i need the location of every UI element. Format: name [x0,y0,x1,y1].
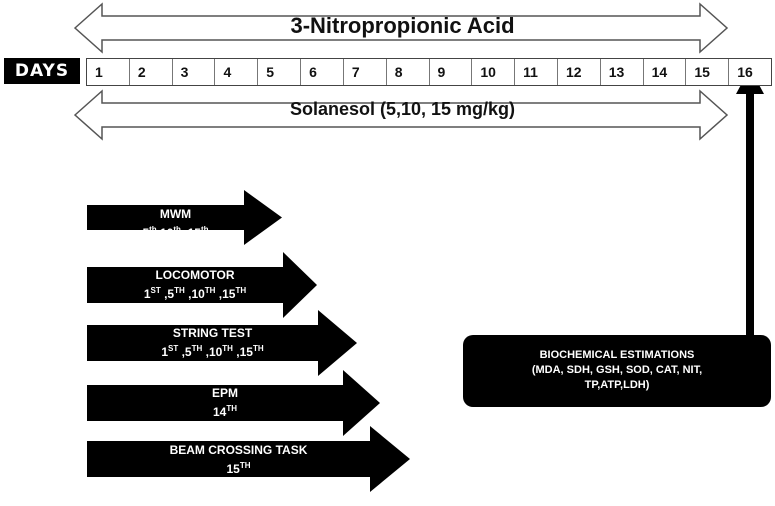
test-arrow [87,370,380,436]
day-cell: 6 [301,59,344,85]
test-days: 5th,10th ,15th [142,225,209,240]
test-arrow-label: MWM 5th,10th ,15th [87,207,264,241]
test-arrow [87,310,357,376]
biochemical-line2: TP,ATP,LDH) [584,379,650,391]
test-days: 1ST ,5TH ,10TH ,15TH [161,344,264,359]
day-cell: 14 [644,59,687,85]
test-name: MWM [159,207,192,221]
day-cell: 1 [87,59,130,85]
test-days: 15TH [226,461,251,476]
biochemical-title: BIOCHEMICAL ESTIMATIONS [539,349,695,361]
solanesol-label: Solanesol (5,10, 15 mg/kg) [289,99,516,119]
test-name: STRING TEST [172,326,253,340]
test-name: LOCOMOTOR [155,268,235,282]
test-days: 14TH [212,404,238,419]
day-cell: 3 [173,59,216,85]
day-cell: 2 [130,59,173,85]
biochemical-estimations-box: BIOCHEMICAL ESTIMATIONS (MDA, SDH, GSH, … [463,335,771,407]
nitropropionic-arrow [73,2,729,54]
biochemical-line1: (MDA, SDH, GSH, SOD, CAT, NIT, [531,364,703,376]
test-name: BEAM CROSSING TASK [169,443,308,457]
day-cell: 8 [387,59,430,85]
test-arrow-label: BEAM CROSSING TASK 15TH [87,443,390,477]
day-cell: 7 [344,59,387,85]
day-cell: 12 [558,59,601,85]
test-arrow [87,190,282,245]
day-cell: 10 [472,59,516,85]
day16-arrow [736,68,764,335]
test-arrow [87,426,410,492]
day-cell: 11 [515,59,558,85]
day-cell: 15 [686,59,730,85]
day-cell: 16 [737,64,753,80]
days-label: DAYS [4,58,80,84]
day-cell: 13 [601,59,644,85]
test-arrow-label: STRING TEST 1ST ,5TH ,10TH ,15TH [87,326,338,360]
nitropropionic-label: 3-Nitropropionic Acid [290,13,515,38]
test-days: 1ST ,5TH ,10TH ,15TH [143,286,247,301]
test-name: EPM [211,386,238,400]
test-arrow-label: EPM 14TH [87,386,363,420]
test-arrow [87,252,317,318]
solanesol-arrow [73,89,729,141]
day-cell: 5 [258,59,302,85]
day-cell: 4 [215,59,259,85]
day-cell: 9 [430,59,473,85]
test-arrow-label: LOCOMOTOR 1ST ,5TH ,10TH ,15TH [87,268,303,302]
